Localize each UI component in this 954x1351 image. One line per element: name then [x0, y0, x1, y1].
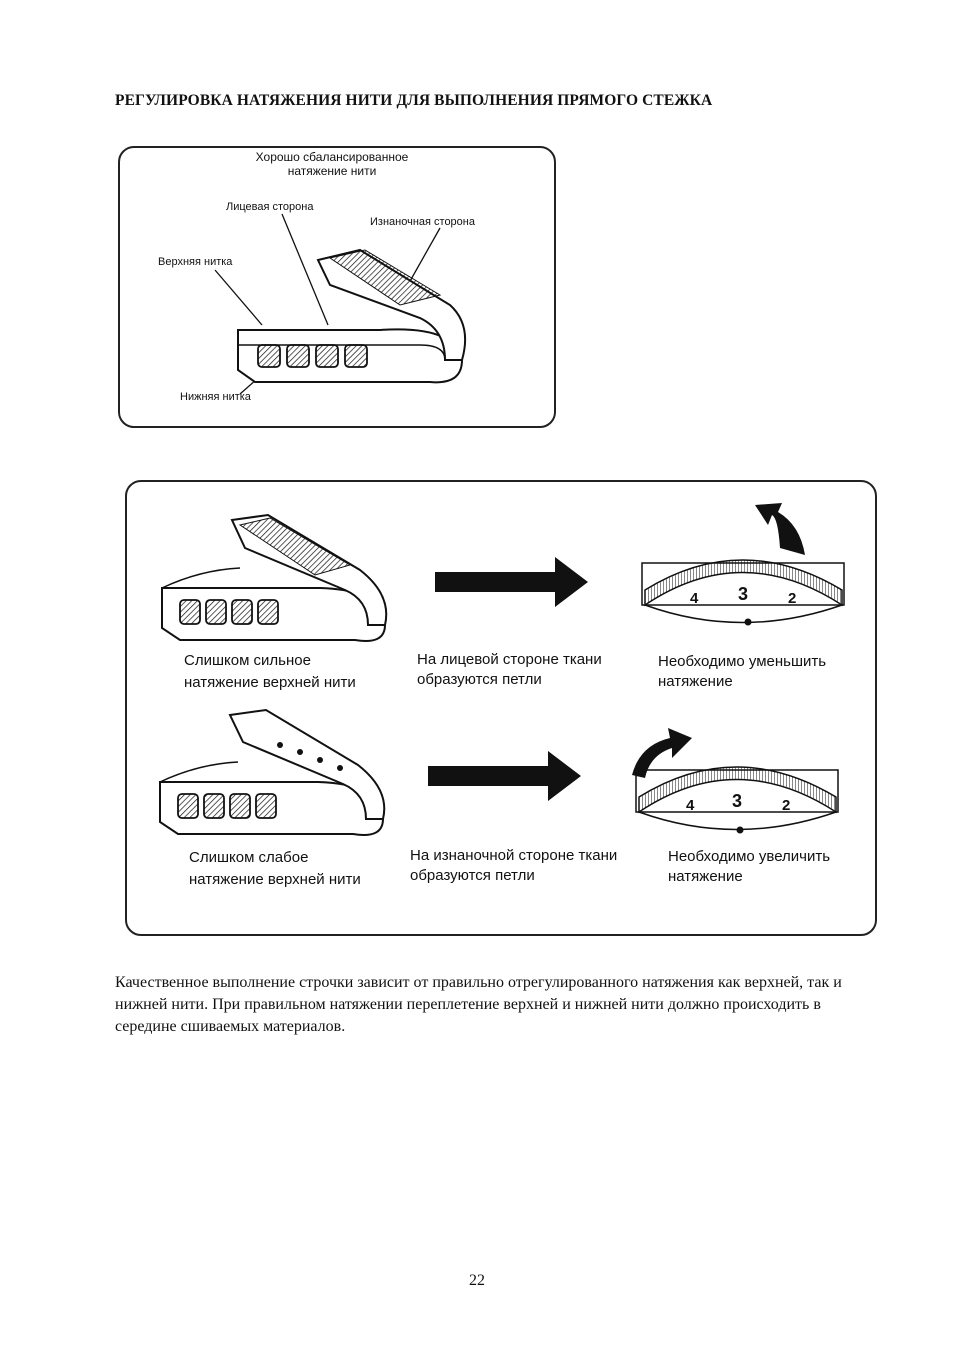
loose-result-caption: На изнаночной стороне ткани образуются п…	[410, 846, 617, 886]
dial2-right-mark: 2	[782, 797, 791, 814]
dial1-center-mark: 3	[738, 584, 749, 604]
tension-problems-figure	[125, 480, 877, 936]
increase-dial	[632, 728, 839, 834]
tight-action-line1: Необходимо уменьшить	[658, 653, 827, 670]
tight-action-line2: натяжение	[658, 673, 733, 690]
dial1-left-mark: 4	[690, 590, 699, 607]
balanced-heading-line2: натяжение нити	[287, 164, 377, 178]
tight-problem-caption: Слишком сильное натяжение верхней нити	[184, 651, 356, 693]
loose-problem-caption: Слишком слабое натяжение верхней нити	[189, 848, 361, 890]
tight-result-line2: образуются петли	[417, 671, 542, 688]
tight-result-caption: На лицевой стороне ткани образуются петл…	[417, 650, 602, 690]
loose-result-line2: образуются петли	[410, 867, 535, 884]
decrease-dial	[641, 503, 845, 626]
balanced-heading: Хорошо сбалансированное натяжение нити	[222, 150, 442, 178]
tight-problem-line1: Слишком сильное	[184, 652, 311, 669]
balanced-heading-line1: Хорошо сбалансированное	[255, 150, 409, 164]
lower-thread-label: Нижняя нитка	[180, 391, 251, 403]
dial1-right-mark: 2	[788, 590, 797, 607]
face-side-label: Лицевая сторона	[226, 201, 314, 213]
tight-result-line1: На лицевой стороне ткани	[417, 651, 602, 668]
loose-action-caption: Необходимо увеличить натяжение	[668, 847, 830, 887]
loose-action-line2: натяжение	[668, 868, 743, 885]
dial2-left-mark: 4	[686, 797, 695, 814]
loose-tension-fabric	[159, 708, 386, 836]
loose-action-line1: Необходимо увеличить	[668, 848, 831, 865]
page-number: 22	[469, 1272, 485, 1289]
dial2-center-mark: 3	[732, 791, 743, 811]
balanced-tension-figure	[118, 146, 556, 428]
body-paragraph: Качественное выполнение строчки зависит …	[115, 974, 842, 1035]
reverse-side-label: Изнаночная сторона	[370, 216, 475, 228]
tight-tension-fabric	[161, 513, 388, 642]
loose-problem-line2: натяжение верхней нити	[189, 871, 361, 888]
page-title: РЕГУЛИРОВКА НАТЯЖЕНИЯ НИТИ ДЛЯ ВЫПОЛНЕНИ…	[115, 92, 713, 109]
upper-thread-label: Верхняя нитка	[158, 256, 233, 268]
loose-problem-line1: Слишком слабое	[189, 849, 309, 866]
tight-action-caption: Необходимо уменьшить натяжение	[658, 652, 826, 692]
tight-problem-line2: натяжение верхней нити	[184, 674, 356, 691]
loose-result-line1: На изнаночной стороне ткани	[410, 847, 618, 864]
